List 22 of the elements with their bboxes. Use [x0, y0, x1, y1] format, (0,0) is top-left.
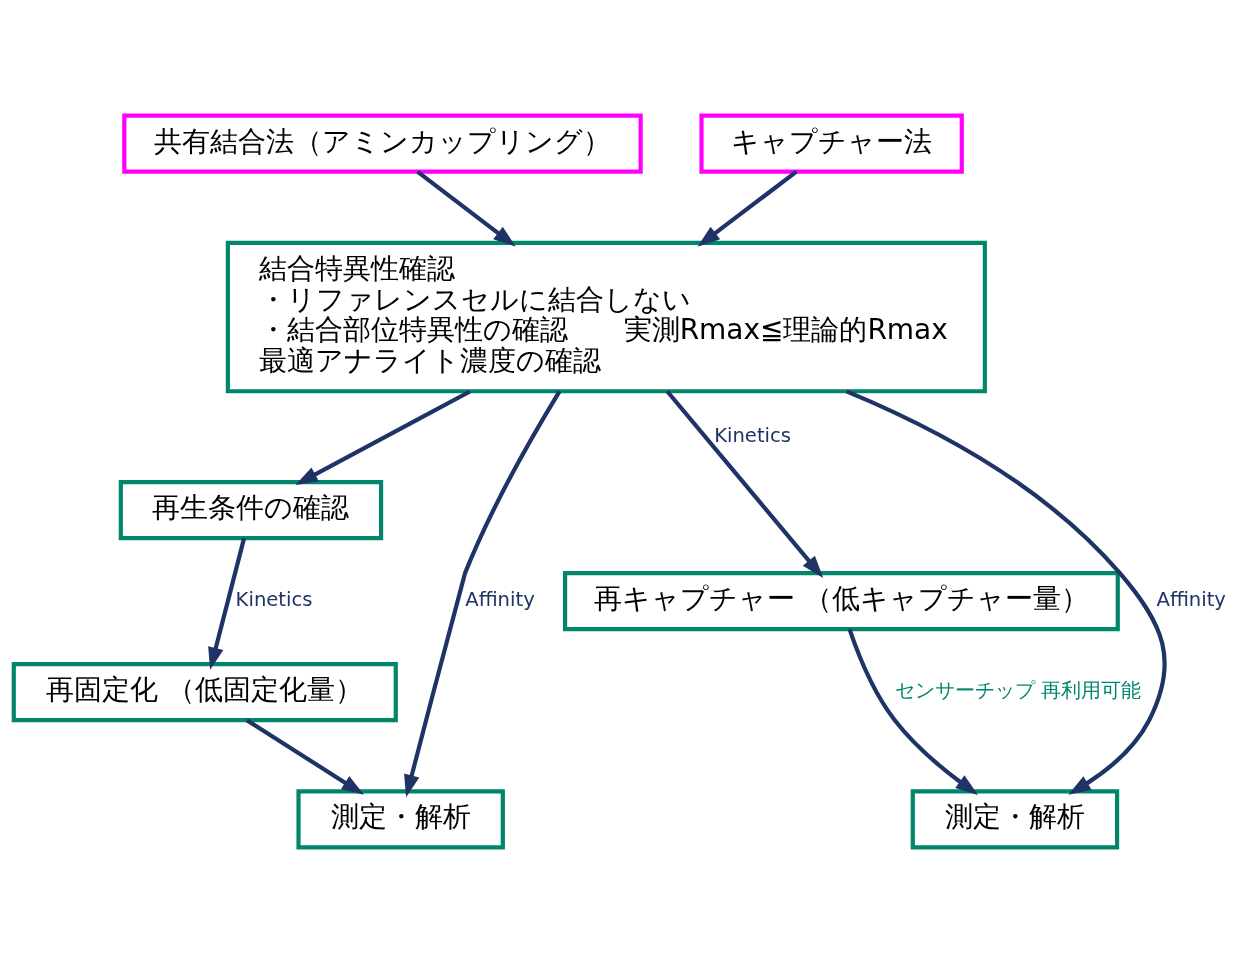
edge-label: Affinity: [1156, 588, 1226, 612]
arrow: [404, 390, 562, 798]
node-box: キャプチャー法: [699, 113, 964, 174]
node-box: 再キャプチャー （低キャプチャー量）: [563, 571, 1120, 632]
edge-label: Kinetics: [714, 423, 791, 447]
arrow: [845, 389, 1167, 795]
arrow: [245, 718, 365, 795]
edge-label: Kinetics: [235, 588, 313, 612]
edge-label: Affinity: [465, 588, 535, 612]
arrow: [208, 537, 247, 670]
node-box: 測定・解析: [296, 789, 505, 850]
node-box: 再生条件の確認: [118, 480, 384, 541]
arrow: [847, 628, 978, 795]
arrow: [295, 389, 471, 485]
node-box: 共有結合法（アミンカップリング）: [122, 113, 643, 174]
node-box: 再固定化 （低固定化量）: [11, 662, 398, 723]
node-box: 結合特異性確認 ・リファレンスセルに結合しない ・結合部位特異性の確認 実測Rmax≦理論的Rmax 最適アナライト濃度の確認: [225, 240, 987, 394]
arrow: [665, 389, 824, 578]
arrow: [416, 170, 516, 247]
arrow: [697, 169, 798, 247]
node-box: 測定・解析: [910, 789, 1120, 850]
edge-label: センサーチップ 再利用可能: [894, 679, 1141, 703]
